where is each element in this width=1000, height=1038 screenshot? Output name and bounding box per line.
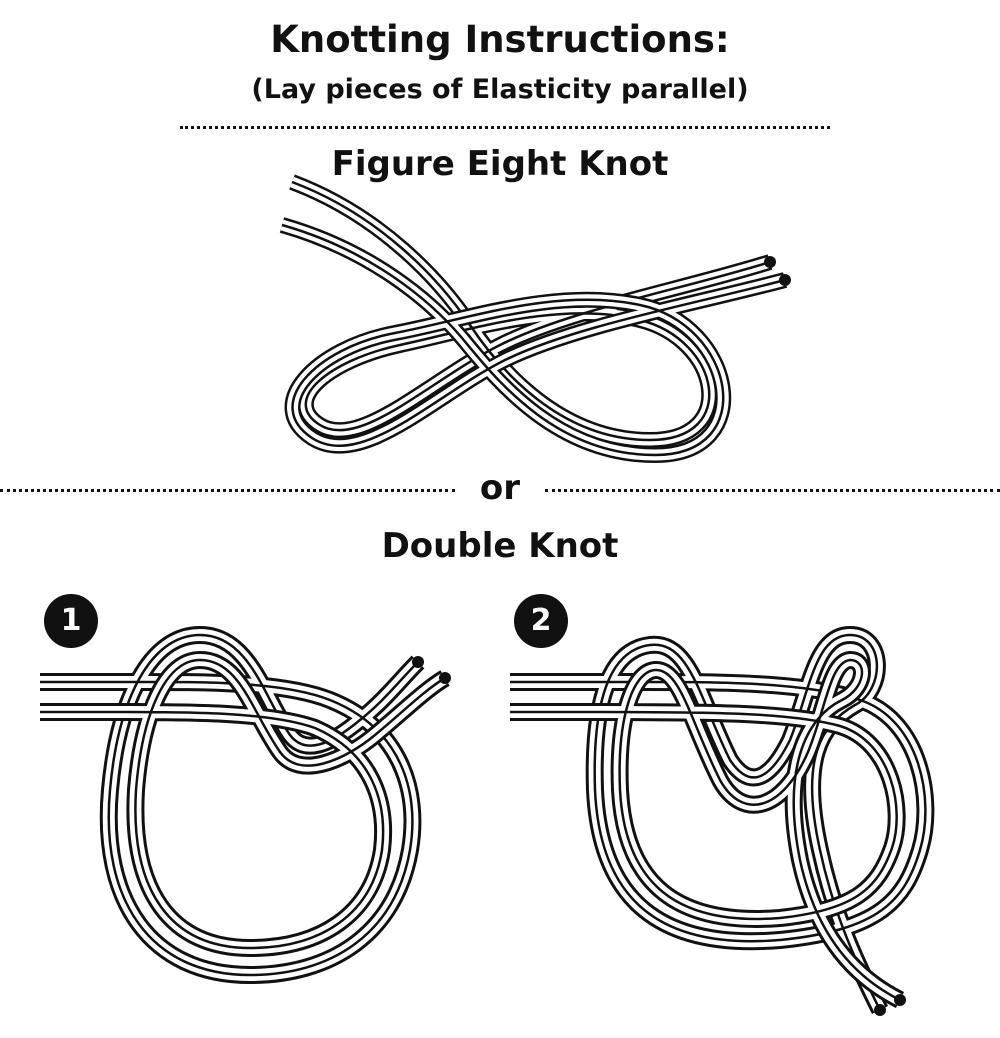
- page-subtitle: (Lay pieces of Elasticity parallel): [251, 74, 749, 105]
- figure-eight-knot-drawing: [282, 182, 791, 455]
- step-1-badge: 1: [44, 594, 98, 648]
- dotted-divider-top: [180, 126, 830, 129]
- dotted-divider-right: [545, 489, 1000, 492]
- step-2-badge: 2: [514, 594, 568, 648]
- figure-eight-knot-heading: Figure Eight Knot: [331, 144, 669, 184]
- or-separator: or: [479, 468, 521, 508]
- double-knot-step-2-drawing: [510, 635, 925, 1016]
- double-knot-heading: Double Knot: [381, 526, 619, 566]
- page-title: Knotting Instructions:: [270, 18, 730, 61]
- double-knot-step-1-drawing: [40, 635, 451, 975]
- dotted-divider-left: [0, 489, 455, 492]
